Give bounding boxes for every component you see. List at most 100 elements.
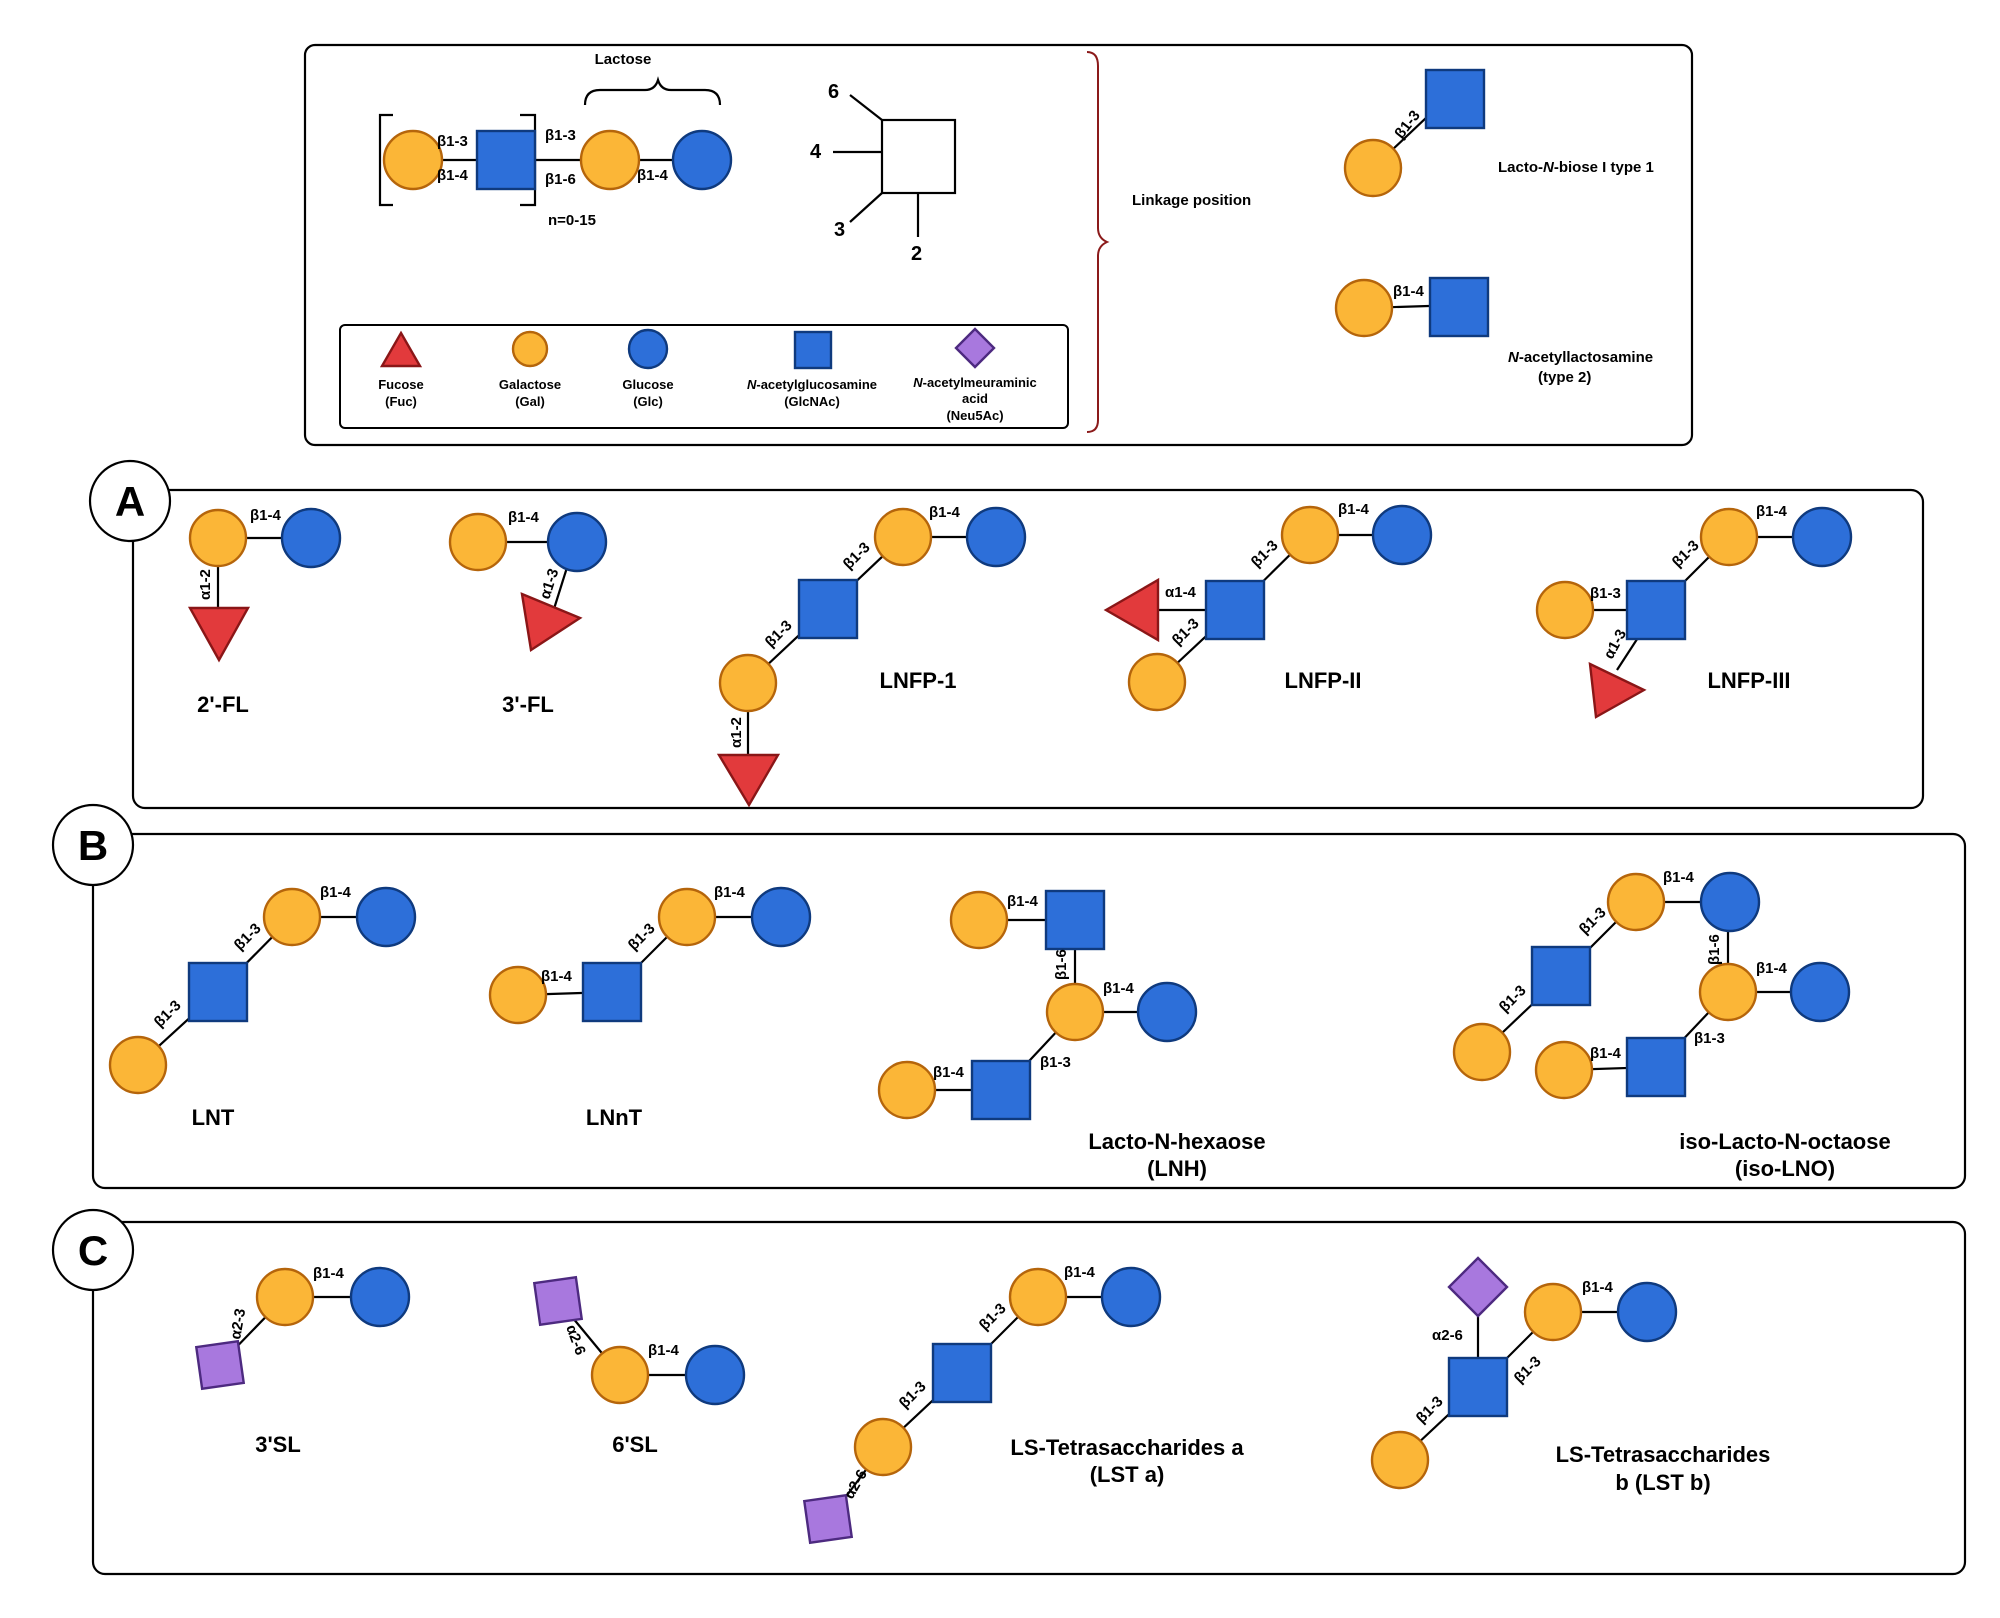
lnfp3-glucose: [1791, 506, 1853, 568]
lnfp3-link-2: β1-3: [1669, 537, 1703, 571]
lst-a-name-line2: (LST a): [1090, 1462, 1165, 1487]
3sl-name: 3'SL: [255, 1432, 301, 1457]
iso-lno-glucose-top: [1699, 871, 1761, 933]
type2-galactose: [1334, 278, 1394, 338]
3sl-galactose: [255, 1267, 315, 1327]
neu5ac-key-symbol: [954, 327, 996, 369]
lnh-link-1: β1-4: [1007, 893, 1038, 910]
lnfp1-link-1: β1-4: [929, 504, 960, 521]
glcnac-key-abbr: (GlcNAc): [784, 394, 840, 409]
structure-lnnt: β1-4 β1-3 β1-4 LNnT: [488, 884, 812, 1130]
lst-b-neu5ac: [1447, 1256, 1509, 1318]
type1-name: Lacto-N-biose I type 1: [1498, 159, 1654, 176]
panel-b-frame: [91, 832, 1967, 1190]
linkage-position-diagram: 6 4 3 2: [810, 81, 957, 265]
fucose-key-symbol: [379, 330, 423, 368]
3fl-name: 3'-FL: [502, 692, 554, 717]
lnh-link-3: β1-4: [1103, 980, 1134, 997]
linkage-position-label: Linkage position: [1132, 192, 1251, 209]
lnfp1-link-3: β1-3: [762, 617, 796, 651]
type2-name: N-acetyllactosamine: [1508, 349, 1653, 366]
linkage-bracket: [1086, 51, 1110, 433]
neu5ac-key-label: N-acetylmeuraminic: [913, 375, 1037, 390]
type2-glcnac: [1428, 276, 1490, 338]
3sl-glucose: [349, 1266, 411, 1328]
lnnt-link-2: β1-3: [625, 920, 659, 954]
2fl-link-fuc: α1-2: [197, 569, 214, 600]
panel-c-frame: [91, 1220, 1967, 1576]
lnh-galactose-2: [877, 1060, 937, 1120]
lnfp2-glcnac: [1204, 579, 1266, 641]
legend-frame: [303, 43, 1694, 447]
panel-b: B β1-4 β1-3 β1-3 LNT β1-4 β1-3 β1: [51, 803, 1967, 1190]
lnfp1-link-2: β1-3: [840, 539, 874, 573]
iso-lno-galactose-1: [1606, 872, 1666, 932]
lnfp2-link-3: α1-4: [1165, 584, 1197, 601]
type2-name-line2: (type 2): [1538, 369, 1591, 386]
core-glcnac: [475, 129, 537, 191]
structure-lst-a: β1-4 β1-3 β1-3 α2-6 LS-Tetrasaccharides …: [802, 1264, 1244, 1545]
lnfp1-name: LNFP-1: [880, 668, 957, 693]
lst-b-link-2: α2-6: [1432, 1327, 1463, 1344]
iso-lno-galactose-3: [1534, 1040, 1594, 1100]
6sl-glucose: [684, 1344, 746, 1406]
glucose-key-label: Glucose: [622, 377, 673, 392]
glucose-key-abbr: (Glc): [633, 394, 663, 409]
structure-lnfp3: β1-4 β1-3 β1-3 α1-3 LNFP-III: [1535, 503, 1853, 719]
iso-lno-glcnac-2: [1625, 1036, 1687, 1098]
lnfp1-fucose: [716, 753, 781, 808]
type2-link: β1-4: [1393, 283, 1424, 300]
structure-2fl: β1-4 α1-2 2'-FL: [187, 507, 342, 717]
type1-galactose: [1343, 138, 1403, 198]
iso-lno-glucose: [1789, 961, 1851, 1023]
3fl-galactose: [448, 512, 508, 572]
iso-lno-name-line2: (iso-LNO): [1735, 1156, 1835, 1181]
structure-3fl: β1-4 α1-3 3'-FL: [448, 509, 608, 717]
lnfp3-link-1: β1-4: [1756, 503, 1787, 520]
iso-lno-link-1: β1-4: [1663, 869, 1694, 886]
3fl-fucose: [520, 592, 583, 653]
repeat-bracket-left: [378, 113, 393, 207]
structure-lst-b: β1-4 α2-6 β1-3 β1-3 LS-Tetrasaccharides …: [1370, 1256, 1770, 1495]
legend-panel: Lactose β1-3 β1-4 β1-3 β1-6 β1-4 n=0-15 …: [303, 43, 1694, 447]
lnt-name: LNT: [192, 1105, 235, 1130]
2fl-link-gal-glc: β1-4: [250, 507, 281, 524]
lst-b-galactose-2: [1370, 1430, 1430, 1490]
lnt-galactose-1: [262, 887, 322, 947]
lnh-galactose-1: [949, 890, 1009, 950]
core-link-2: β1-4: [437, 167, 468, 184]
lnfp3-fucose: [1588, 661, 1647, 719]
lactose-glucose: [671, 129, 733, 191]
3sl-link-2: α2-3: [227, 1307, 249, 1340]
core-link-1: β1-3: [437, 133, 468, 150]
panel-a-badge: [88, 459, 172, 543]
lnfp3-link-3: β1-3: [1590, 585, 1621, 602]
lnnt-galactose-2: [488, 965, 548, 1025]
structure-lnt: β1-4 β1-3 β1-3 LNT: [108, 884, 417, 1130]
panel-c-badge: [51, 1208, 135, 1292]
structure-3sl: β1-4 α2-3 3'SL: [194, 1265, 411, 1457]
glcnac-key-label: N-acetylglucosamine: [747, 377, 877, 392]
lnfp2-fucose: [1103, 577, 1160, 643]
lnfp3-name: LNFP-III: [1707, 668, 1790, 693]
lnfp2-galactose-2: [1127, 652, 1187, 712]
lst-b-glcnac: [1447, 1356, 1509, 1418]
lnt-glcnac: [187, 961, 249, 1023]
position-4: 4: [810, 141, 822, 163]
panel-a-badge-label: A: [115, 478, 145, 525]
symbol-key-frame: [339, 324, 1069, 429]
neu5ac-key-abbr: (Neu5Ac): [946, 408, 1003, 423]
lnh-glucose: [1136, 981, 1198, 1043]
2fl-fucose: [187, 606, 251, 663]
iso-lno-link-5: β1-4: [1756, 960, 1787, 977]
panel-a-frame: [131, 488, 1925, 810]
2fl-name: 2'-FL: [197, 692, 249, 717]
iso-lno-galactose-2: [1452, 1022, 1512, 1082]
lactose-galactose: [579, 129, 641, 191]
lnfp2-glucose: [1371, 504, 1433, 566]
lnt-galactose-2: [108, 1035, 168, 1095]
lnnt-glcnac: [581, 961, 643, 1023]
structure-6sl: β1-4 α2-6 6'SL: [532, 1275, 746, 1457]
glcnac-key-symbol: [793, 330, 833, 370]
